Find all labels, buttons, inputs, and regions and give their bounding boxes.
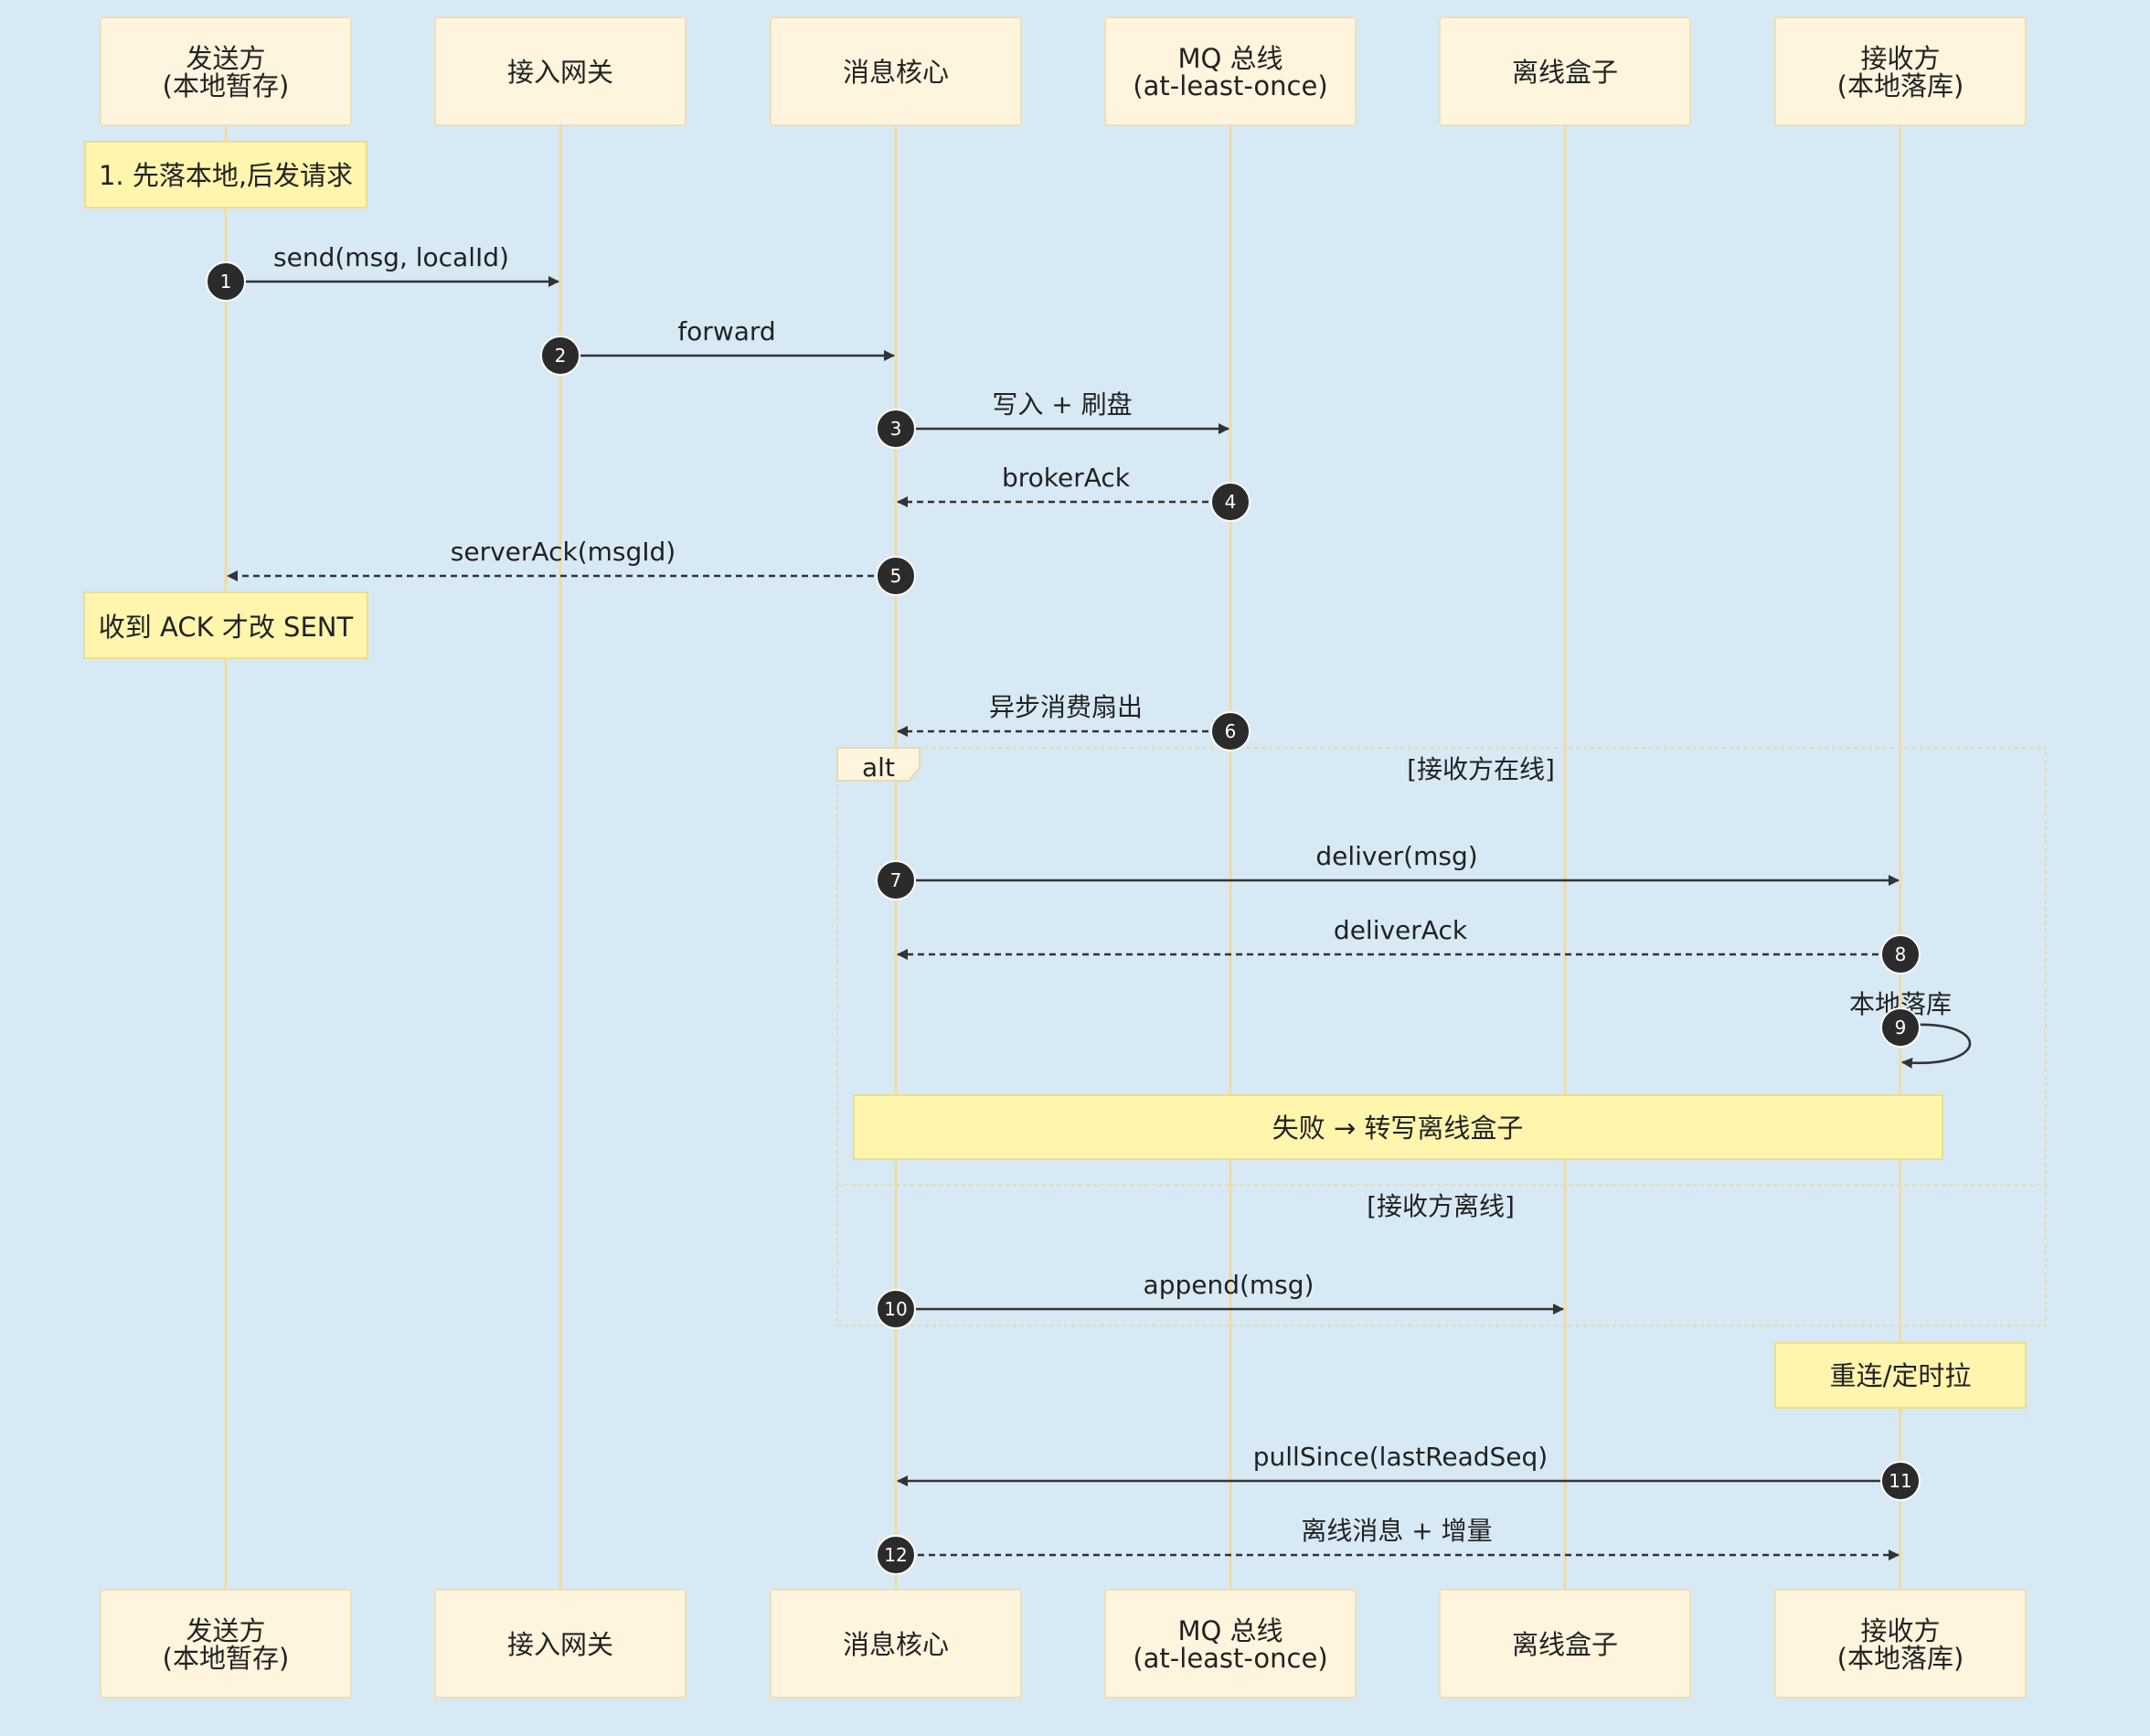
participant-core: 消息核心 <box>770 16 1022 126</box>
participant-gateway: 接入网关 <box>434 16 687 126</box>
participant-label-line2: (本地落库) <box>1837 70 1964 101</box>
participants-bottom: 发送方 (本地暂存) 接入网关 消息核心 MQ 总线 (at-least-onc… <box>100 1589 2027 1699</box>
sequence-badge <box>540 335 580 376</box>
participant-label-line2: (本地落库) <box>1837 1643 1964 1674</box>
participant-receiver: 接收方 (本地落库) <box>1774 16 2027 126</box>
alt-keyword: alt <box>862 752 895 783</box>
participant-label-line1: 接收方 <box>1860 1615 1940 1646</box>
message-9-self: 本地落库 9 <box>1849 989 1972 1069</box>
message-5: serverAck(msgId) 5 <box>227 537 916 596</box>
sequence-badge <box>1880 1007 1921 1048</box>
participant-mq-bottom: MQ 总线 (at-least-once) <box>1104 1589 1357 1699</box>
note-fail-offline: 失败 → 转写离线盒子 <box>853 1094 1943 1160</box>
alt-block: alt [接收方在线] [接收方离线] <box>836 747 2047 1326</box>
note-text: 失败 → 转写离线盒子 <box>1272 1113 1524 1144</box>
participant-label-line2: (本地暂存) <box>163 1643 290 1674</box>
note-text: 1. 先落本地,后发请求 <box>99 160 353 191</box>
participant-mq: MQ 总线 (at-least-once) <box>1104 16 1357 126</box>
sequence-number: 5 <box>890 565 902 587</box>
participant-receiver-bottom: 接收方 (本地落库) <box>1774 1589 2027 1699</box>
message-3: 写入 + 刷盘 3 <box>876 389 1229 449</box>
sequence-number: 12 <box>884 1544 907 1566</box>
participant-sender-bottom: 发送方 (本地暂存) <box>100 1589 352 1699</box>
note-reconnect-pull: 重连/定时拉 <box>1774 1342 2027 1409</box>
message-12: 离线消息 + 增量 12 <box>876 1516 1900 1575</box>
message-label: deliver(msg) <box>1315 841 1477 871</box>
alt-frame <box>836 747 2047 1326</box>
alt-tab <box>836 747 921 782</box>
message-7: deliver(msg) 7 <box>876 841 1900 900</box>
sequence-badge <box>876 1289 916 1329</box>
message-4: brokerAck 4 <box>897 463 1251 522</box>
message-2: forward 2 <box>540 316 895 376</box>
sequence-badge <box>1210 711 1251 751</box>
lifelines <box>224 125 1902 1591</box>
participant-label: 离线盒子 <box>1512 1629 1618 1660</box>
sequence-number: 4 <box>1225 491 1237 513</box>
sequence-badge <box>206 261 246 302</box>
sequence-number: 7 <box>890 869 902 891</box>
alt-condition-online: [接收方在线] <box>1407 754 1555 784</box>
participant-core-bottom: 消息核心 <box>770 1589 1022 1699</box>
sequence-number: 11 <box>1889 1470 1911 1492</box>
message-label: append(msg) <box>1144 1270 1314 1300</box>
participant-label: 消息核心 <box>843 1629 949 1660</box>
sequence-number: 9 <box>1895 1017 1907 1038</box>
sequence-badge <box>876 556 916 596</box>
message-label: forward <box>677 316 775 346</box>
participants-top: 发送方 (本地暂存) 接入网关 消息核心 MQ 总线 (at-least-onc… <box>100 16 2027 126</box>
participant-label-line1: 发送方 <box>186 43 265 74</box>
sequence-badge <box>876 860 916 900</box>
message-label: brokerAck <box>1002 463 1131 493</box>
sequence-number: 10 <box>884 1298 907 1320</box>
sequence-badge <box>876 409 916 449</box>
participant-label: 消息核心 <box>843 57 949 88</box>
message-8: deliverAck 8 <box>897 915 1921 975</box>
participant-label-line1: MQ 总线 <box>1177 1615 1283 1646</box>
sequence-badge <box>1880 934 1921 975</box>
message-11: pullSince(lastReadSeq) 11 <box>897 1442 1921 1501</box>
self-message-arrow <box>1900 1023 1972 1069</box>
participant-label-line1: 发送方 <box>186 1615 265 1646</box>
participant-label-line2: (at-least-once) <box>1133 1643 1327 1674</box>
participant-label-line2: (本地暂存) <box>163 70 290 101</box>
sequence-badge <box>1210 482 1251 522</box>
note-text: 收到 ACK 才改 SENT <box>99 612 354 643</box>
notes: 1. 先落本地,后发请求 收到 ACK 才改 SENT 失败 → 转写离线盒子 … <box>83 141 2027 1409</box>
message-label: 写入 + 刷盘 <box>992 389 1132 420</box>
message-label: 离线消息 + 增量 <box>1301 1516 1492 1546</box>
participant-offline-box: 离线盒子 <box>1439 16 1691 126</box>
message-label: serverAck(msgId) <box>451 537 676 567</box>
message-label: deliverAck <box>1334 915 1468 945</box>
message-label: 异步消费扇出 <box>989 692 1143 722</box>
participant-label: 接入网关 <box>507 1629 613 1660</box>
note-local-first: 1. 先落本地,后发请求 <box>84 141 367 208</box>
sequence-number: 8 <box>1895 943 1907 965</box>
note-ack-sent: 收到 ACK 才改 SENT <box>83 591 368 659</box>
sequence-number: 1 <box>220 271 232 293</box>
participant-offline-box-bottom: 离线盒子 <box>1439 1589 1691 1699</box>
messages: send(msg, localId) 1 forward 2 写入 + 刷盘 3… <box>206 242 1972 1575</box>
sequence-number: 6 <box>1225 720 1237 742</box>
participant-label-line1: MQ 总线 <box>1177 43 1283 74</box>
note-text: 重连/定时拉 <box>1830 1360 1972 1391</box>
sequence-number: 3 <box>890 418 902 440</box>
message-label: send(msg, localId) <box>273 242 509 272</box>
sequence-badge <box>1880 1461 1921 1501</box>
participant-gateway-bottom: 接入网关 <box>434 1589 687 1699</box>
message-6: 异步消费扇出 6 <box>897 692 1251 751</box>
participant-label-line1: 接收方 <box>1860 43 1940 74</box>
participant-label: 离线盒子 <box>1512 57 1618 88</box>
sequence-badge <box>876 1535 916 1575</box>
alt-condition-offline: [接收方离线] <box>1367 1191 1515 1221</box>
message-label: pullSince(lastReadSeq) <box>1253 1442 1548 1472</box>
participant-label-line2: (at-least-once) <box>1133 70 1327 101</box>
sequence-number: 2 <box>555 345 567 367</box>
participant-label: 接入网关 <box>507 57 613 88</box>
message-10: append(msg) 10 <box>876 1270 1564 1329</box>
participant-sender: 发送方 (本地暂存) <box>100 16 352 126</box>
message-1: send(msg, localId) 1 <box>206 242 559 302</box>
